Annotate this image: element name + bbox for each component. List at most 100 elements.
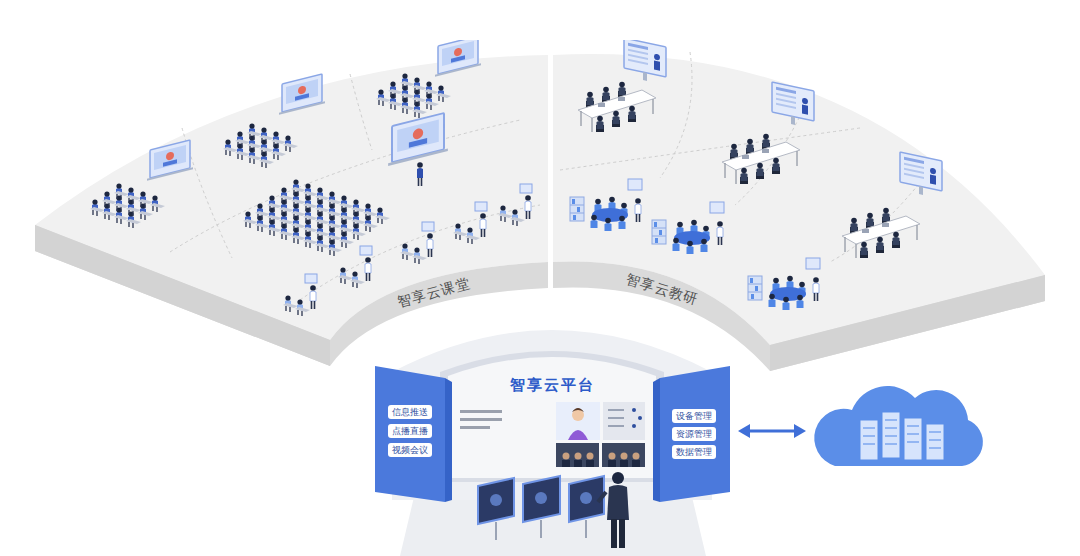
illustration-part (417, 162, 423, 186)
illustration-part (926, 424, 944, 460)
illustration-part (770, 275, 1045, 371)
tag-label: 点播直播 (392, 425, 428, 437)
illustration-part (609, 453, 616, 460)
illustration-part (572, 408, 584, 412)
illustration-part (738, 424, 750, 438)
illustration-part (587, 453, 594, 460)
tag-label: 视频会议 (392, 444, 428, 456)
illustration-part (535, 492, 547, 504)
illustration-part (575, 453, 582, 460)
illustration-part (794, 424, 806, 438)
illustration-part (572, 409, 584, 421)
illustration-part (560, 52, 930, 262)
illustration-part (860, 420, 878, 460)
illustration-part (556, 443, 599, 467)
cloud-server (814, 386, 983, 466)
illustration-part (448, 357, 656, 478)
research-fan-shape (548, 40, 1053, 372)
illustration-part (388, 112, 448, 166)
illustration-part (904, 418, 922, 460)
illustration-part (580, 492, 592, 504)
illustration-part (608, 460, 616, 467)
illustration-part (632, 460, 640, 467)
illustration-part (814, 386, 983, 466)
illustration-part (498, 184, 532, 226)
illustration-part (376, 73, 451, 118)
illustration-part (570, 179, 642, 231)
illustration-part (568, 430, 588, 440)
illustration-part (608, 410, 624, 426)
illustration-part (562, 460, 570, 467)
function-tag: 信息推送 (388, 405, 432, 419)
function-tag: 数据管理 (672, 445, 716, 459)
illustration-part (35, 40, 548, 366)
illustration-part (170, 74, 540, 300)
illustration-part (900, 152, 942, 199)
function-tag: 点播直播 (388, 424, 432, 438)
illustration-part (35, 55, 548, 340)
illustration-part (440, 351, 664, 482)
illustration-part (632, 408, 636, 412)
illustration-part (633, 453, 640, 460)
illustration-part (602, 443, 645, 467)
illustration-part (578, 82, 656, 132)
illustration-part (460, 418, 502, 421)
illustration-part (621, 453, 628, 460)
illustration-part (523, 476, 560, 522)
illustration-part (90, 183, 165, 228)
illustration-part (653, 378, 660, 502)
illustration-part (435, 40, 481, 77)
tag-label: 设备管理 (676, 410, 712, 422)
illustration-part (586, 460, 594, 467)
illustration-part (223, 123, 298, 168)
classroom-fan: 智享云课堂 (30, 40, 555, 372)
illustration-part (619, 519, 625, 548)
function-tag: 资源管理 (672, 427, 716, 441)
research-fan: 智享云教研 (548, 40, 1053, 372)
illustration-part (562, 460, 640, 467)
illustration-part (772, 82, 814, 129)
illustration-part (632, 424, 636, 428)
illustration-part (490, 494, 502, 506)
illustration-part (748, 430, 796, 433)
illustration-part (291, 179, 390, 224)
illustration-part (147, 139, 193, 180)
illustration-part (553, 40, 1045, 371)
illustration-part (620, 460, 628, 467)
illustration-part (860, 412, 944, 460)
tag-label: 信息推送 (392, 406, 428, 418)
classroom-fan-shape (30, 40, 555, 372)
illustration-part (460, 426, 490, 429)
platform-building: 智享云平台信息推送点播直播视频会议 设备管理资源管理数据管理 (372, 298, 732, 556)
tag-label: 资源管理 (676, 428, 712, 440)
illustration-part (338, 246, 372, 288)
illustration-part (453, 202, 487, 244)
illustration-part (563, 453, 640, 460)
illustration-part (598, 492, 606, 502)
function-tag: 设备管理 (672, 409, 716, 423)
illustration-part (842, 208, 920, 258)
illustration-part (283, 274, 317, 316)
label-holder: 智享云平台 (510, 375, 595, 394)
illustration-part (35, 225, 330, 366)
illustration-part (375, 366, 445, 502)
illustration-part (400, 222, 434, 264)
illustration-part (574, 460, 582, 467)
double-arrow (738, 424, 806, 438)
illustration-part (624, 40, 666, 85)
illustration-part (603, 402, 645, 440)
illustration-part (556, 402, 600, 440)
illustration-part (612, 472, 624, 484)
node-label: 智享云平台 (510, 376, 595, 394)
illustration-part (722, 134, 800, 184)
illustration-part (652, 202, 724, 254)
illustration-part (563, 453, 570, 460)
illustration-part (496, 520, 586, 540)
illustration-part (638, 416, 642, 420)
illustration-part (478, 478, 514, 524)
illustration-part (460, 410, 502, 413)
illustration-part (375, 330, 730, 556)
function-tag: 视频会议 (388, 443, 432, 457)
illustration-part (660, 366, 730, 502)
